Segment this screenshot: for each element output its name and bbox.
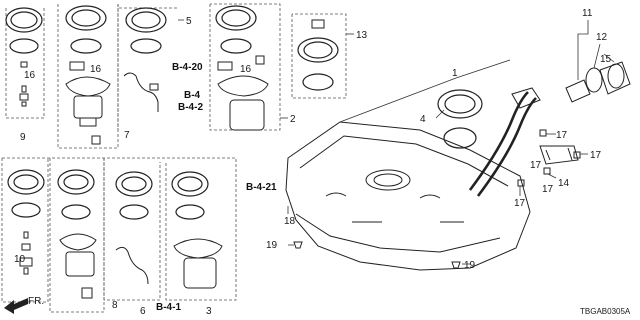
- part-label-17-a: 17: [556, 130, 568, 141]
- part-number-labels: 1 2 3 4 5 6 7 8 9 10 11 12 13 14 15 16 1…: [14, 8, 612, 317]
- diagram-code: TBGAB0305A: [580, 307, 631, 316]
- part-label-13: 13: [356, 30, 368, 41]
- pump-modules: [19, 19, 325, 299]
- part-label-3: 3: [206, 306, 212, 317]
- ref-b-4-2: B-4-2: [178, 102, 203, 113]
- part-label-17-d: 17: [514, 198, 526, 209]
- fuel-tank: [285, 61, 631, 271]
- part-label-4: 4: [420, 114, 426, 125]
- part-label-18: 18: [284, 216, 296, 227]
- bolts: [293, 129, 581, 269]
- part-label-9: 9: [20, 132, 26, 143]
- ref-b-4-1: B-4-1: [156, 302, 181, 313]
- part-label-16-b: 16: [240, 64, 252, 75]
- part-label-17-b: 17: [590, 150, 602, 161]
- part-label-10: 10: [14, 254, 26, 265]
- part-label-16-c: 16: [24, 70, 36, 81]
- part-label-19-a: 19: [266, 240, 278, 251]
- seal-rings: [5, 5, 483, 220]
- part-label-12: 12: [596, 32, 608, 43]
- leader-lines: [178, 19, 615, 265]
- part-label-7: 7: [124, 130, 130, 141]
- front-label: FR.: [28, 296, 44, 307]
- ref-b-4-21: B-4-21: [246, 182, 277, 193]
- part-label-15: 15: [600, 54, 612, 65]
- ref-b-4-20: B-4-20: [172, 62, 203, 73]
- part-label-19-b: 19: [464, 260, 476, 271]
- part-label-17-e: 17: [530, 160, 542, 171]
- part-label-1: 1: [452, 68, 458, 79]
- front-direction-indicator: FR.: [4, 296, 44, 314]
- part-label-5: 5: [186, 16, 192, 27]
- part-label-6: 6: [140, 306, 146, 317]
- part-label-8: 8: [112, 300, 118, 311]
- part-label-16-a: 16: [90, 64, 102, 75]
- part-label-11: 11: [582, 8, 593, 19]
- part-label-14: 14: [558, 178, 570, 189]
- kit-panels: [1, 3, 347, 313]
- front-arrow-icon: [4, 298, 28, 314]
- part-label-2: 2: [290, 114, 296, 125]
- part-label-17-c: 17: [542, 184, 554, 195]
- reference-codes: B-4-20 B-4 B-4-2 B-4-21 B-4-1: [156, 62, 277, 313]
- ref-b-4: B-4: [184, 90, 201, 101]
